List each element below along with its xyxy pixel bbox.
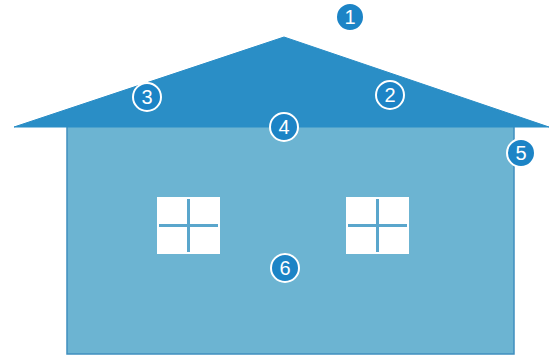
- window: [157, 197, 220, 254]
- callout-number: 3: [132, 82, 162, 112]
- callout-number: 6: [270, 253, 300, 283]
- window: [346, 197, 409, 254]
- callout-number: 2: [375, 80, 405, 110]
- callout-number: 1: [335, 2, 365, 32]
- house-wall: [67, 126, 514, 354]
- callout-number: 5: [506, 138, 536, 168]
- callout-number: 4: [269, 112, 299, 142]
